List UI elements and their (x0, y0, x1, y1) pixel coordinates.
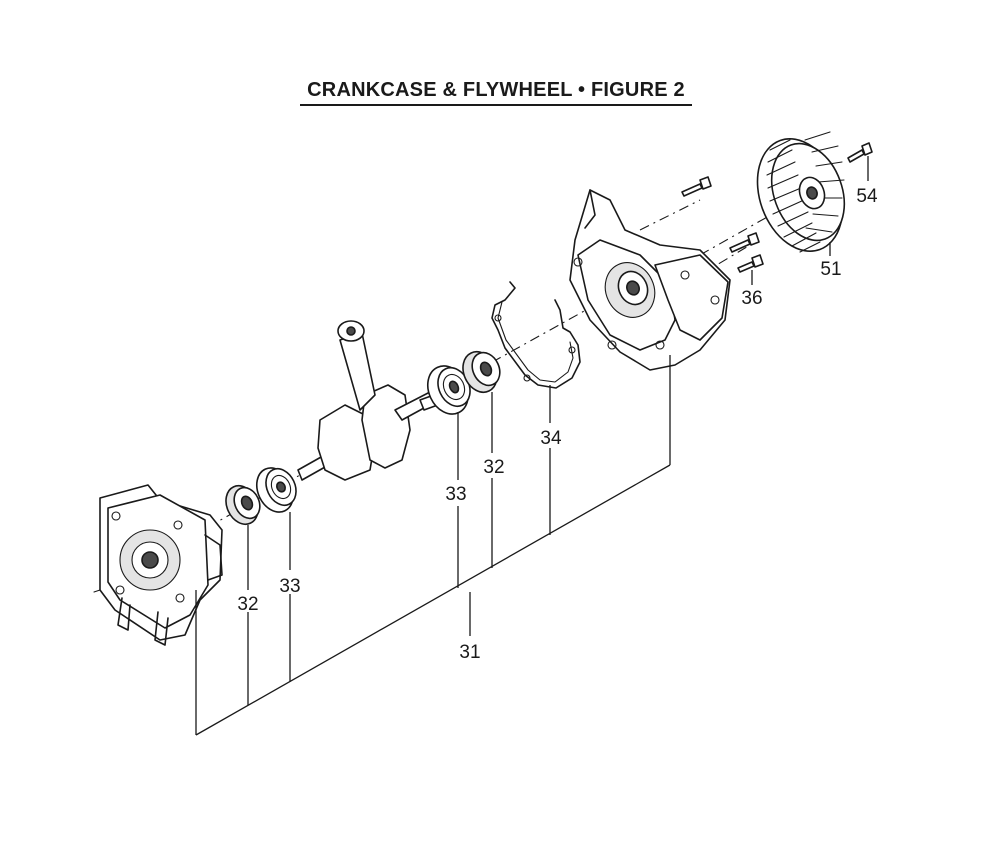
part-label-51: 51 (820, 259, 841, 280)
crankcase-left-half (93, 484, 223, 646)
leader-lines (195, 156, 869, 736)
screw-lower (737, 254, 764, 273)
ball-bearing-mid (426, 365, 471, 415)
part-label-33-mid: 33 (445, 484, 466, 505)
part-label-32-left: 32 (237, 594, 258, 615)
flywheel (756, 131, 846, 253)
crankcase-gasket (491, 281, 581, 389)
part-label-54: 54 (856, 186, 878, 207)
title-underline (300, 104, 692, 106)
part-label-34: 34 (540, 428, 562, 449)
part-label-31: 31 (459, 642, 480, 663)
bearing-seal-mid (462, 351, 501, 393)
crankshaft-connecting-rod (297, 320, 447, 481)
figure-title: CRANKCASE & FLYWHEEL • FIGURE 2 (307, 79, 685, 101)
bearing-seal-left (225, 484, 261, 526)
crankcase-right-half (569, 189, 731, 371)
flywheel-screw (847, 142, 873, 163)
part-label-32-mid: 32 (483, 457, 504, 478)
part-label-36: 36 (741, 288, 762, 309)
ball-bearing-left (255, 467, 297, 513)
part-label-33-left: 33 (279, 576, 300, 597)
screw-upper (681, 176, 712, 197)
screw-middle (729, 232, 760, 253)
